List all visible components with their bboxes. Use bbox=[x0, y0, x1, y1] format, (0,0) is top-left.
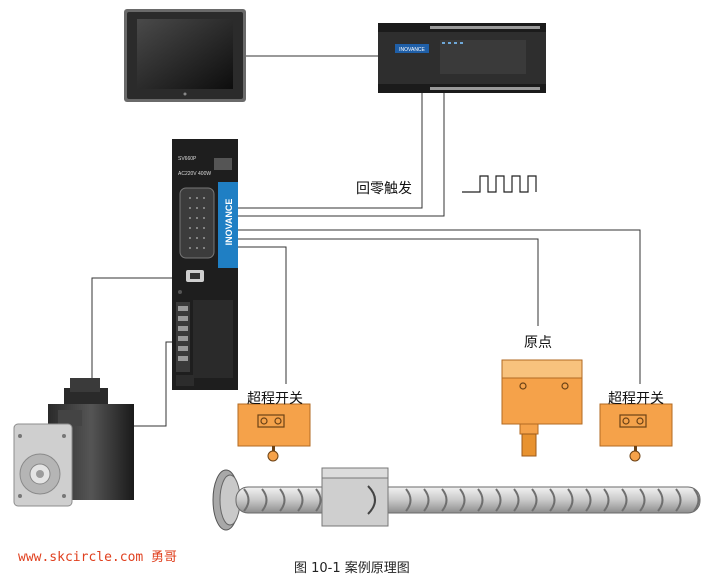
screw-thread bbox=[405, 488, 412, 512]
figure-caption: 图 10-1 案例原理图 bbox=[294, 561, 410, 576]
limit-switch-left bbox=[237, 403, 311, 462]
plc-servo-wire-1 bbox=[238, 92, 423, 209]
screw-thread bbox=[639, 488, 646, 512]
screw-thread bbox=[693, 488, 700, 512]
screw-thread bbox=[567, 488, 574, 512]
servo-brand-label: INOVANCE bbox=[224, 199, 234, 246]
screw-thread bbox=[441, 488, 448, 512]
screw-thread bbox=[495, 488, 502, 512]
screw-thread bbox=[243, 488, 250, 512]
right-limit-wire bbox=[238, 229, 641, 384]
plc-servo-wire-2 bbox=[238, 92, 445, 217]
homing-trigger-label: 回零触发 bbox=[356, 181, 412, 197]
ball-screw bbox=[212, 467, 701, 531]
limit-switch-left-label: 超程开关 bbox=[247, 391, 303, 407]
watermark-text: www.skcircle.com 勇哥 bbox=[18, 550, 178, 565]
servo-motor bbox=[13, 378, 134, 507]
screw-thread bbox=[621, 488, 628, 512]
servo-drive: INOVANCE SV660P AC220V 400W bbox=[172, 139, 238, 390]
wiring bbox=[91, 55, 641, 427]
hmi-touchscreen bbox=[124, 9, 246, 102]
screw-thread bbox=[603, 488, 610, 512]
motor-power-wire bbox=[91, 277, 176, 390]
screw-threads bbox=[243, 488, 700, 512]
screw-thread bbox=[423, 488, 430, 512]
screw-thread bbox=[531, 488, 538, 512]
origin-label: 原点 bbox=[524, 335, 552, 351]
limit-switch-right bbox=[599, 403, 673, 462]
screw-thread bbox=[549, 488, 556, 512]
screw-thread bbox=[513, 488, 520, 512]
servo-rating-label: AC220V 400W bbox=[178, 171, 211, 177]
screw-thread bbox=[261, 488, 268, 512]
plc-brand-label: INOVANCE bbox=[399, 47, 425, 53]
motor-encoder-wire bbox=[124, 341, 176, 427]
screw-thread bbox=[477, 488, 484, 512]
left-limit-wire bbox=[238, 246, 287, 384]
screw-thread bbox=[315, 488, 322, 512]
screw-thread bbox=[279, 488, 286, 512]
screw-thread bbox=[657, 488, 664, 512]
pulse-waveform-icon bbox=[462, 175, 537, 193]
screw-thread bbox=[459, 488, 466, 512]
screw-nut bbox=[321, 467, 389, 527]
limit-switch-right-label: 超程开关 bbox=[608, 391, 664, 407]
servo-model-label: SV660P bbox=[178, 156, 197, 162]
screw-thread bbox=[675, 488, 682, 512]
screw-thread bbox=[297, 488, 304, 512]
screw-thread bbox=[585, 488, 592, 512]
plc-unit: INOVANCE bbox=[378, 23, 546, 93]
origin-wire bbox=[238, 238, 539, 326]
origin-sensor bbox=[501, 359, 583, 457]
